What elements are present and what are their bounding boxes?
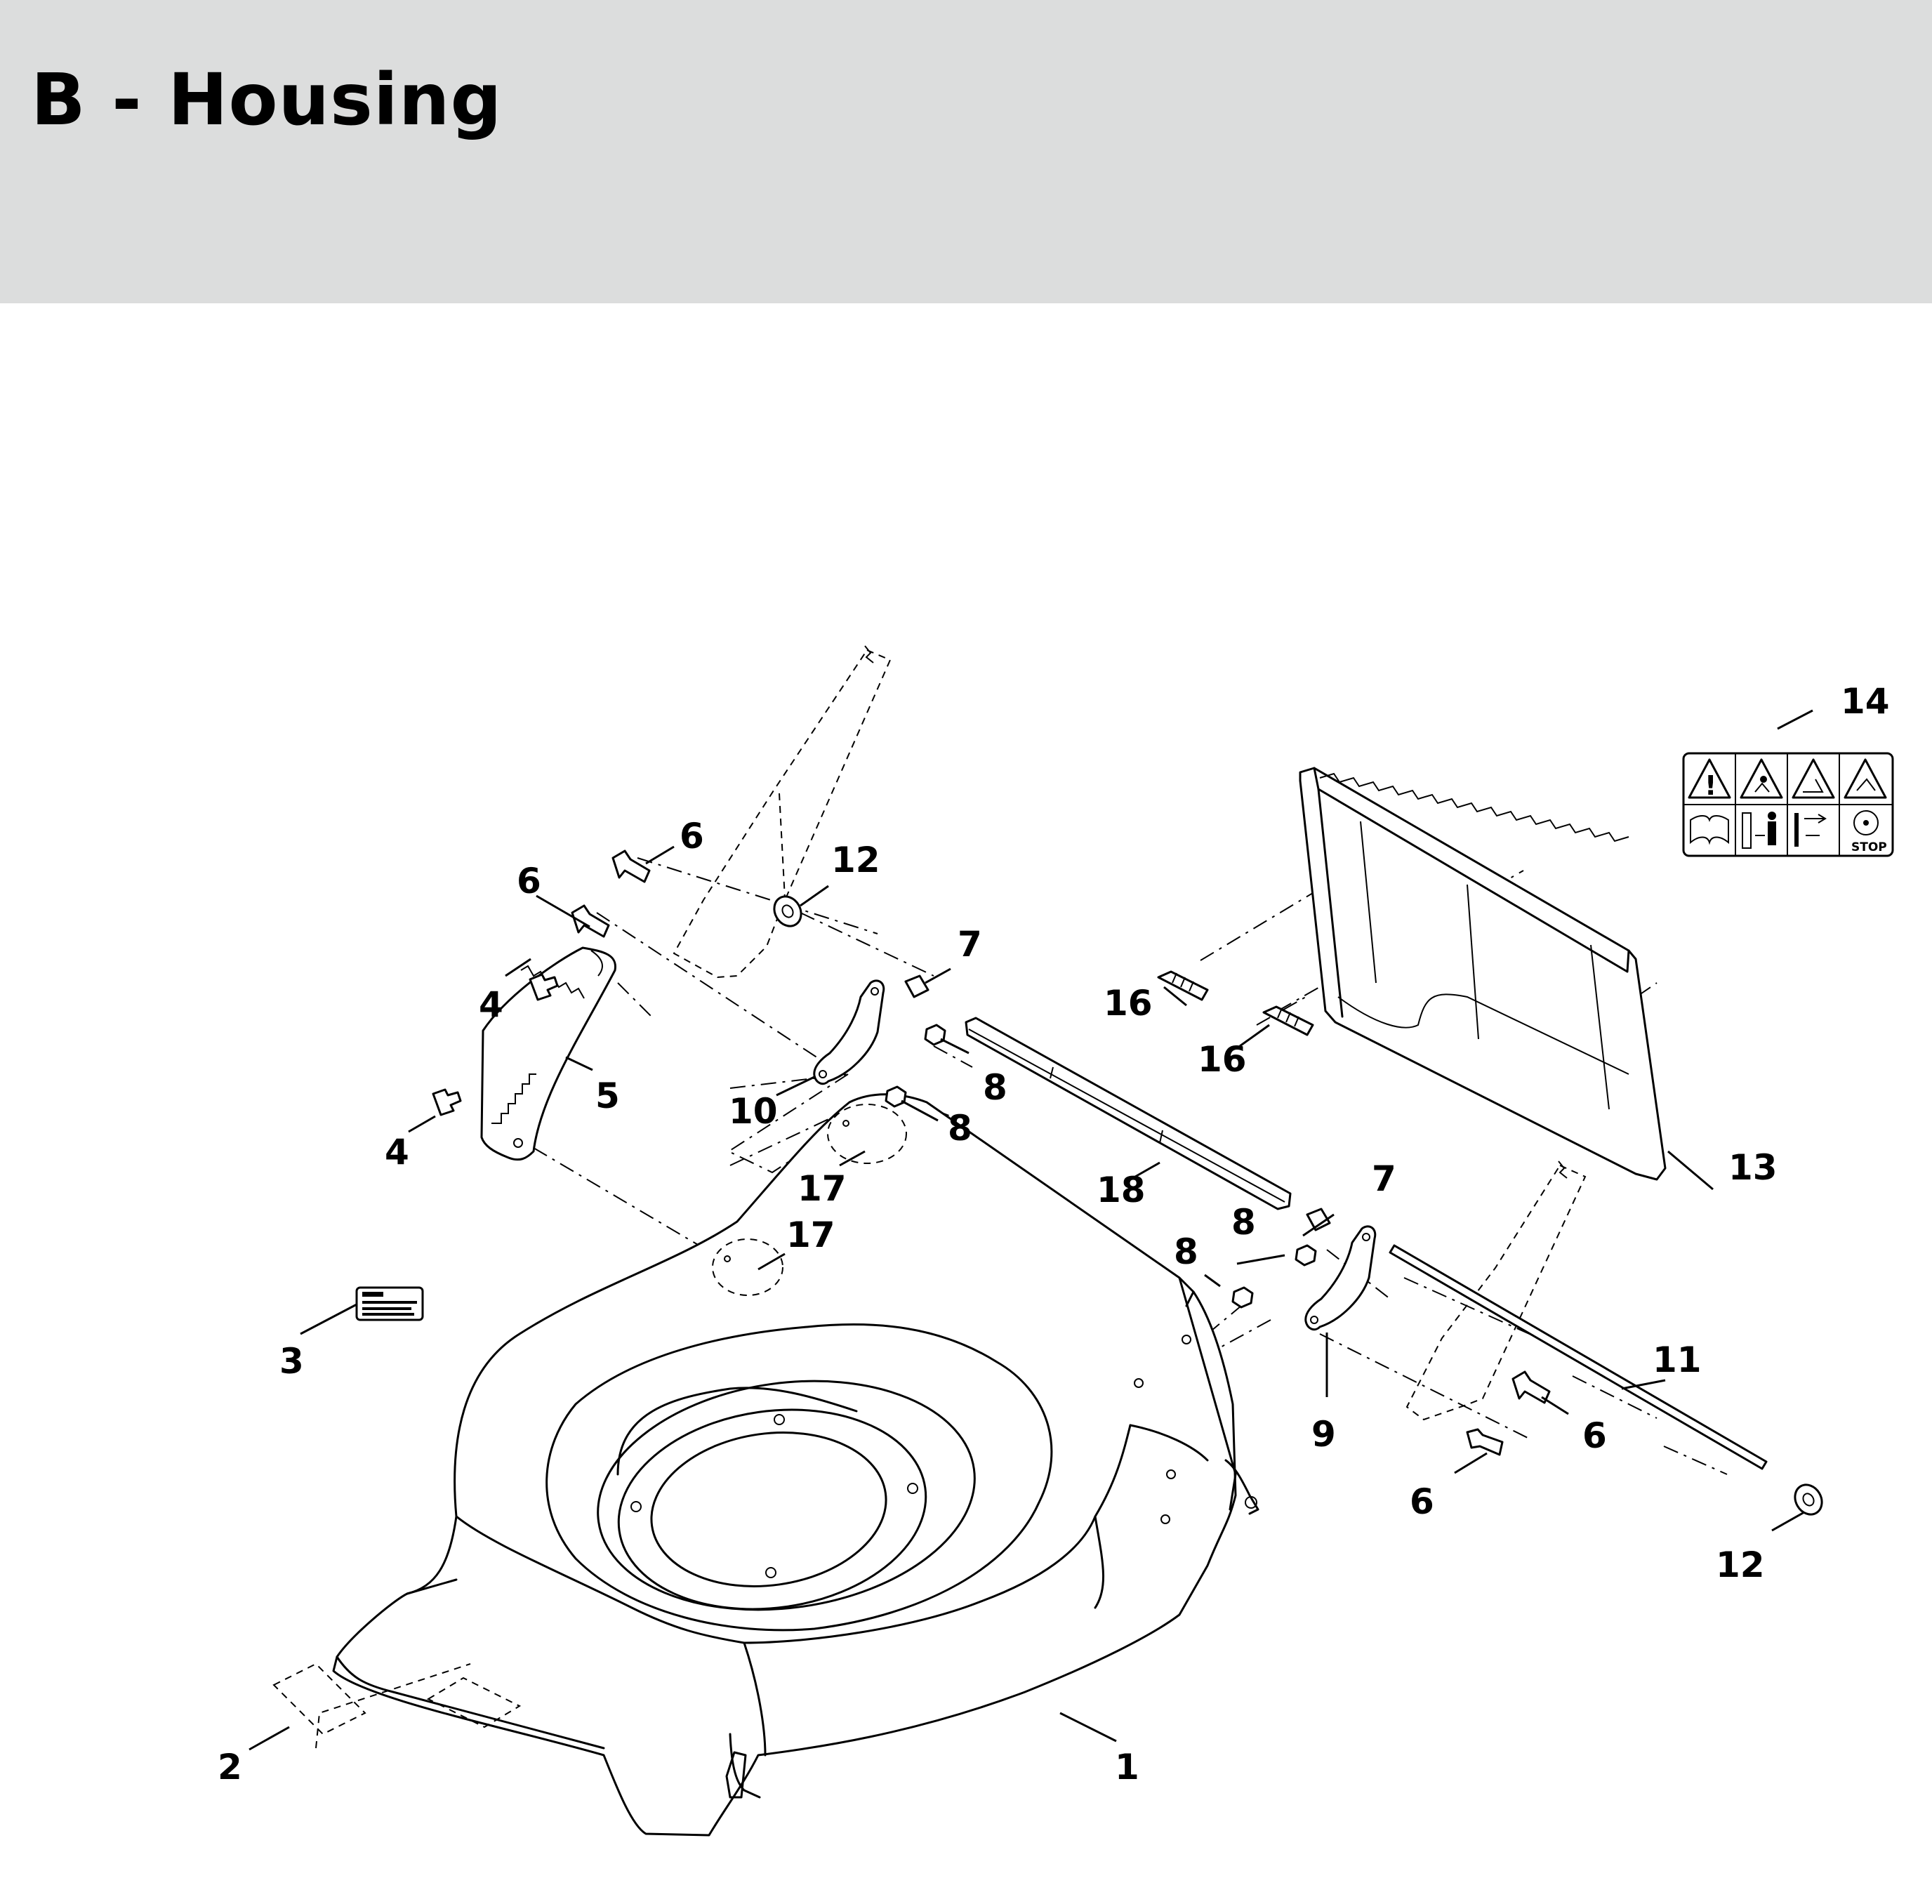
callout-13: 13 <box>1728 1147 1778 1188</box>
part-10-lever-left <box>813 979 885 1085</box>
callout-labels: 1 2 3 4 4 5 6 6 6 6 7 7 8 8 8 8 9 10 11 … <box>218 681 1890 1787</box>
callout-17-upper: 17 <box>798 1168 847 1209</box>
callout-8-c: 8 <box>1231 1202 1256 1243</box>
part-3-decal <box>355 1286 424 1321</box>
callout-2: 2 <box>218 1747 242 1787</box>
part-18-cross-bar <box>965 1017 1292 1210</box>
part-8-nut-d <box>1231 1286 1254 1309</box>
callout-6-a: 6 <box>680 816 704 857</box>
warning-blade-foot-icon <box>1844 758 1887 799</box>
part-7-spacer-top <box>904 974 929 998</box>
svg-text:!: ! <box>1705 770 1716 801</box>
callout-8-a: 8 <box>983 1067 1007 1108</box>
leader-lines <box>249 709 1813 1751</box>
callout-12-top: 12 <box>831 840 880 880</box>
part-6-screw-c <box>1511 1370 1551 1404</box>
disconnect-spark-plug-icon <box>1794 813 1827 847</box>
part-12-washer-bottom <box>1794 1483 1823 1516</box>
part-6-screw-a <box>611 849 651 883</box>
part-4-screw-upper <box>529 973 559 1001</box>
part-12-washer-top <box>773 895 802 927</box>
callout-14: 14 <box>1841 681 1890 722</box>
part-7-spacer-bottom <box>1306 1208 1331 1231</box>
blade-stop-icon: STOP <box>1851 810 1887 854</box>
callout-7-top: 7 <box>958 924 982 965</box>
part-16-spring-lower <box>1262 1005 1314 1036</box>
callout-8-d: 8 <box>1174 1231 1198 1272</box>
page-title: B - Housing <box>31 58 503 142</box>
part-4-screw-lower <box>432 1088 462 1116</box>
warning-triangle-icon: ! <box>1688 758 1731 801</box>
part-8-nut-a <box>924 1024 946 1046</box>
callout-6-d: 6 <box>1410 1481 1434 1522</box>
warning-thrown-objects-icon <box>1740 758 1783 799</box>
callout-16-upper: 16 <box>1104 983 1153 1024</box>
callout-8-b: 8 <box>948 1108 972 1149</box>
callout-11: 11 <box>1653 1340 1702 1380</box>
mower-deck <box>332 1093 1259 1837</box>
bystander-distance-icon <box>1742 812 1776 849</box>
part-16-spring-upper <box>1157 970 1209 1001</box>
part-5-height-scale <box>480 946 616 1161</box>
callout-17-lower: 17 <box>786 1215 835 1255</box>
callout-16-lower: 16 <box>1198 1039 1247 1080</box>
manual-book-icon <box>1690 815 1729 845</box>
part-2-label <box>272 1662 522 1749</box>
callout-3: 3 <box>279 1341 304 1382</box>
left-handle-phantom <box>673 645 892 979</box>
callout-4-upper: 4 <box>479 984 503 1025</box>
callout-12-bottom: 12 <box>1716 1545 1765 1585</box>
part-14-warning-decal: ! STO <box>1682 752 1894 857</box>
callout-1: 1 <box>1115 1747 1139 1787</box>
part-6-screw-d <box>1466 1428 1504 1456</box>
part-8-nut-b <box>885 1085 907 1108</box>
callout-18: 18 <box>1097 1170 1146 1210</box>
callout-9: 9 <box>1311 1414 1336 1455</box>
warning-blade-hand-icon <box>1792 758 1835 799</box>
callout-7-bottom: 7 <box>1372 1158 1396 1199</box>
callout-6-c: 6 <box>1582 1415 1607 1456</box>
part-6-screw-b <box>571 904 610 938</box>
stop-text: STOP <box>1851 840 1887 854</box>
part-13-rear-flap <box>1299 767 1667 1181</box>
callout-6-b: 6 <box>517 861 541 901</box>
right-handle-phantom <box>1405 1161 1587 1421</box>
part-9-lever-right <box>1304 1225 1377 1331</box>
callout-10: 10 <box>729 1091 778 1132</box>
part-8-nut-c <box>1295 1244 1317 1267</box>
part-11-axle-rod <box>1389 1244 1768 1470</box>
callout-4-lower: 4 <box>385 1132 409 1172</box>
header-bar: B - Housing <box>0 0 1932 303</box>
callout-5: 5 <box>595 1076 620 1116</box>
